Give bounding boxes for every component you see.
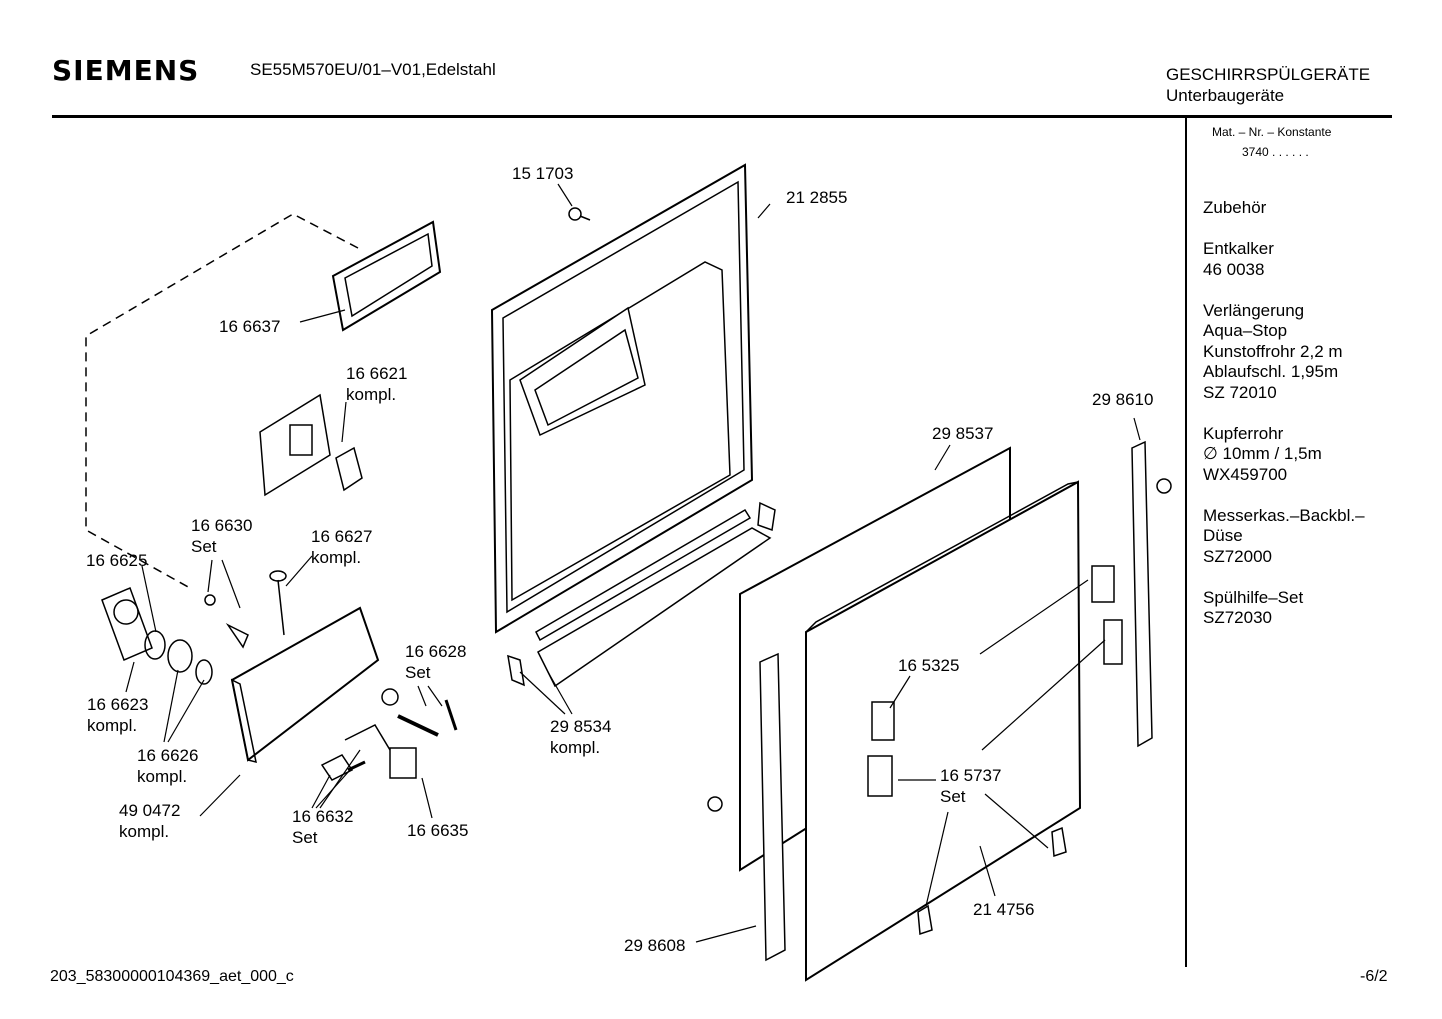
part-number: 16 5325 <box>898 656 960 675</box>
dispenser-body <box>230 606 380 762</box>
part-number: 16 6635 <box>407 821 469 840</box>
part-number: 16 6625 <box>86 551 148 570</box>
part-callout: 29 8608 <box>624 935 685 956</box>
part-note: Set <box>940 787 966 806</box>
part-callout: 21 4756 <box>973 899 1034 920</box>
side-strip-left <box>759 652 786 962</box>
model-title: SE55M570EU/01–V01,Edelstahl <box>250 60 496 79</box>
part-number: 16 6632 <box>292 807 354 826</box>
part-callout: 16 6625 <box>86 550 147 571</box>
accessory-line: Kunstoffrohr 2,2 m <box>1203 341 1343 361</box>
accessory-line: Verlängerung <box>1203 300 1305 320</box>
mat-value: 3740 . . . . . . <box>1242 145 1309 159</box>
part-number: 49 0472 <box>119 801 181 820</box>
accessory-line: Spülhilfe–Set <box>1203 587 1304 607</box>
part-callout: 16 6626 kompl. <box>137 745 198 787</box>
part-number: 16 6630 <box>191 516 253 535</box>
part-number: 29 8537 <box>932 424 994 443</box>
mat-label: Mat. – Nr. – Konstante <box>1212 125 1332 139</box>
hinge-165737 <box>867 755 893 797</box>
part-note: kompl. <box>550 738 601 757</box>
part-callout: 21 2855 <box>786 187 847 208</box>
screw-151703 <box>568 207 582 221</box>
part-number: 21 4756 <box>973 900 1035 919</box>
part-number: 16 6623 <box>87 695 149 714</box>
part-callout: 16 6637 <box>219 316 280 337</box>
page-number: -6/2 <box>1360 968 1388 985</box>
filter-cover <box>259 393 331 497</box>
assembly-dashed-line <box>85 213 359 589</box>
part-number: 16 5737 <box>940 766 1002 785</box>
side-strip-right <box>1131 440 1153 748</box>
part-number: 16 6621 <box>346 364 408 383</box>
door-seal-strip <box>535 508 752 642</box>
accessory-line: Ablaufschl. 1,95m <box>1203 362 1339 381</box>
part-callout: 29 8537 <box>932 423 993 444</box>
accessory-line: 46 0038 <box>1203 259 1265 279</box>
part-number: 29 8610 <box>1092 390 1154 409</box>
siemens-logo: SIEMENS <box>52 54 200 87</box>
part-callout: 16 6627 kompl. <box>311 526 372 568</box>
subcategory: Unterbaugeräte <box>1166 86 1285 105</box>
part-note: Set <box>405 663 431 682</box>
part-note: kompl. <box>311 548 362 567</box>
inner-door-panel <box>490 163 754 634</box>
header-divider <box>52 115 1392 118</box>
part-note: kompl. <box>119 822 170 841</box>
leader-lines <box>125 183 1141 943</box>
part-note: kompl. <box>346 385 397 404</box>
accessory-line: ∅ 10mm / 1,5m <box>1203 444 1322 463</box>
part-callout: 49 0472 kompl. <box>119 800 180 842</box>
accessory-line: SZ72000 <box>1203 546 1272 566</box>
part-note: Set <box>292 828 318 847</box>
accessory-line: SZ 72010 <box>1203 382 1277 402</box>
part-number: 29 8608 <box>624 936 686 955</box>
accessory-line: Kupferrohr <box>1203 423 1284 443</box>
part-number: 16 6627 <box>311 527 373 546</box>
document-id: 203_58300000104369_aet_000_c <box>50 968 294 985</box>
category: GESCHIRRSPÜLGERÄTE <box>1166 65 1371 84</box>
detergent-window <box>519 306 646 437</box>
part-note: kompl. <box>137 767 188 786</box>
part-number: 16 6626 <box>137 746 199 765</box>
accessory-line: Messerkas.–Backbl.– <box>1203 505 1365 525</box>
hinge-165325 <box>871 701 895 741</box>
part-number: 15 1703 <box>512 164 574 183</box>
part-callout: 15 1703 <box>512 163 573 184</box>
accessory-line: Entkalker <box>1203 239 1274 258</box>
part-number: 21 2855 <box>786 188 848 207</box>
accessories-title: Zubehör <box>1203 198 1267 217</box>
part-callout: 16 6621 kompl. <box>346 363 407 405</box>
accessory-line: SZ72030 <box>1203 608 1272 627</box>
part-note: Set <box>191 537 217 556</box>
ring-166623 <box>144 630 166 660</box>
solenoid-166635 <box>389 747 417 779</box>
accessory-line: Aqua–Stop <box>1203 321 1288 340</box>
accessory-line: WX459700 <box>1203 464 1288 484</box>
part-callout: 16 6635 <box>407 820 468 841</box>
part-callout: 16 6623 kompl. <box>87 694 148 736</box>
part-callout: 29 8534 kompl. <box>550 716 611 758</box>
part-callout: 16 5325 <box>898 655 959 676</box>
part-callout: 29 8610 <box>1092 389 1153 410</box>
part-note: kompl. <box>87 716 138 735</box>
accessory-line: Düse <box>1203 526 1243 545</box>
part-number: 16 6628 <box>405 642 467 661</box>
sidebar-divider <box>1185 117 1187 967</box>
category-block: GESCHIRRSPÜLGERÄTE Unterbaugeräte <box>1166 64 1370 106</box>
part-number: 16 6637 <box>219 317 281 336</box>
material-constant: Mat. – Nr. – Konstante 3740 . . . . . . <box>1212 122 1331 162</box>
part-number: 29 8534 <box>550 717 612 736</box>
